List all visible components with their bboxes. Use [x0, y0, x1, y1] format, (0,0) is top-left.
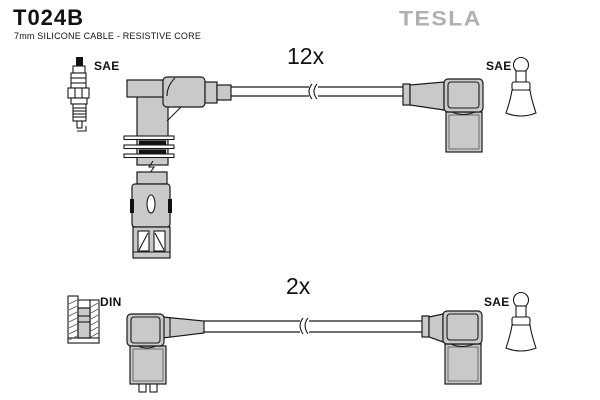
cable-description: 7mm SILICONE CABLE - RESISTIVE CORE	[14, 31, 202, 41]
angled-plug-boot-2	[421, 310, 483, 385]
quantity-label-coil-cable: 2x	[286, 273, 311, 299]
part-number: T024B	[13, 5, 85, 30]
cable-break-icon	[299, 317, 309, 335]
din-terminal-icon	[67, 295, 100, 344]
angled-coil-connector	[123, 76, 232, 259]
ignition-cable-1	[231, 83, 403, 100]
angled-plug-boot-1	[402, 78, 484, 153]
terminal-label-din: DIN	[100, 295, 122, 309]
straight-plug-boot	[126, 313, 205, 393]
quantity-label-main-cable: 12x	[287, 43, 325, 69]
sae-terminal-icon	[505, 56, 537, 117]
sae-terminal-icon	[505, 291, 537, 352]
ignition-cable-2	[204, 317, 422, 335]
brand-logo: TESLA	[399, 6, 482, 30]
terminal-label-sae-bottom-right: SAE	[484, 295, 510, 309]
cable-break-icon	[308, 83, 318, 100]
terminal-label-sae-plug-end: SAE	[94, 59, 120, 73]
spark-plug-icon	[67, 57, 90, 132]
terminal-label-sae-top-right: SAE	[486, 59, 512, 73]
